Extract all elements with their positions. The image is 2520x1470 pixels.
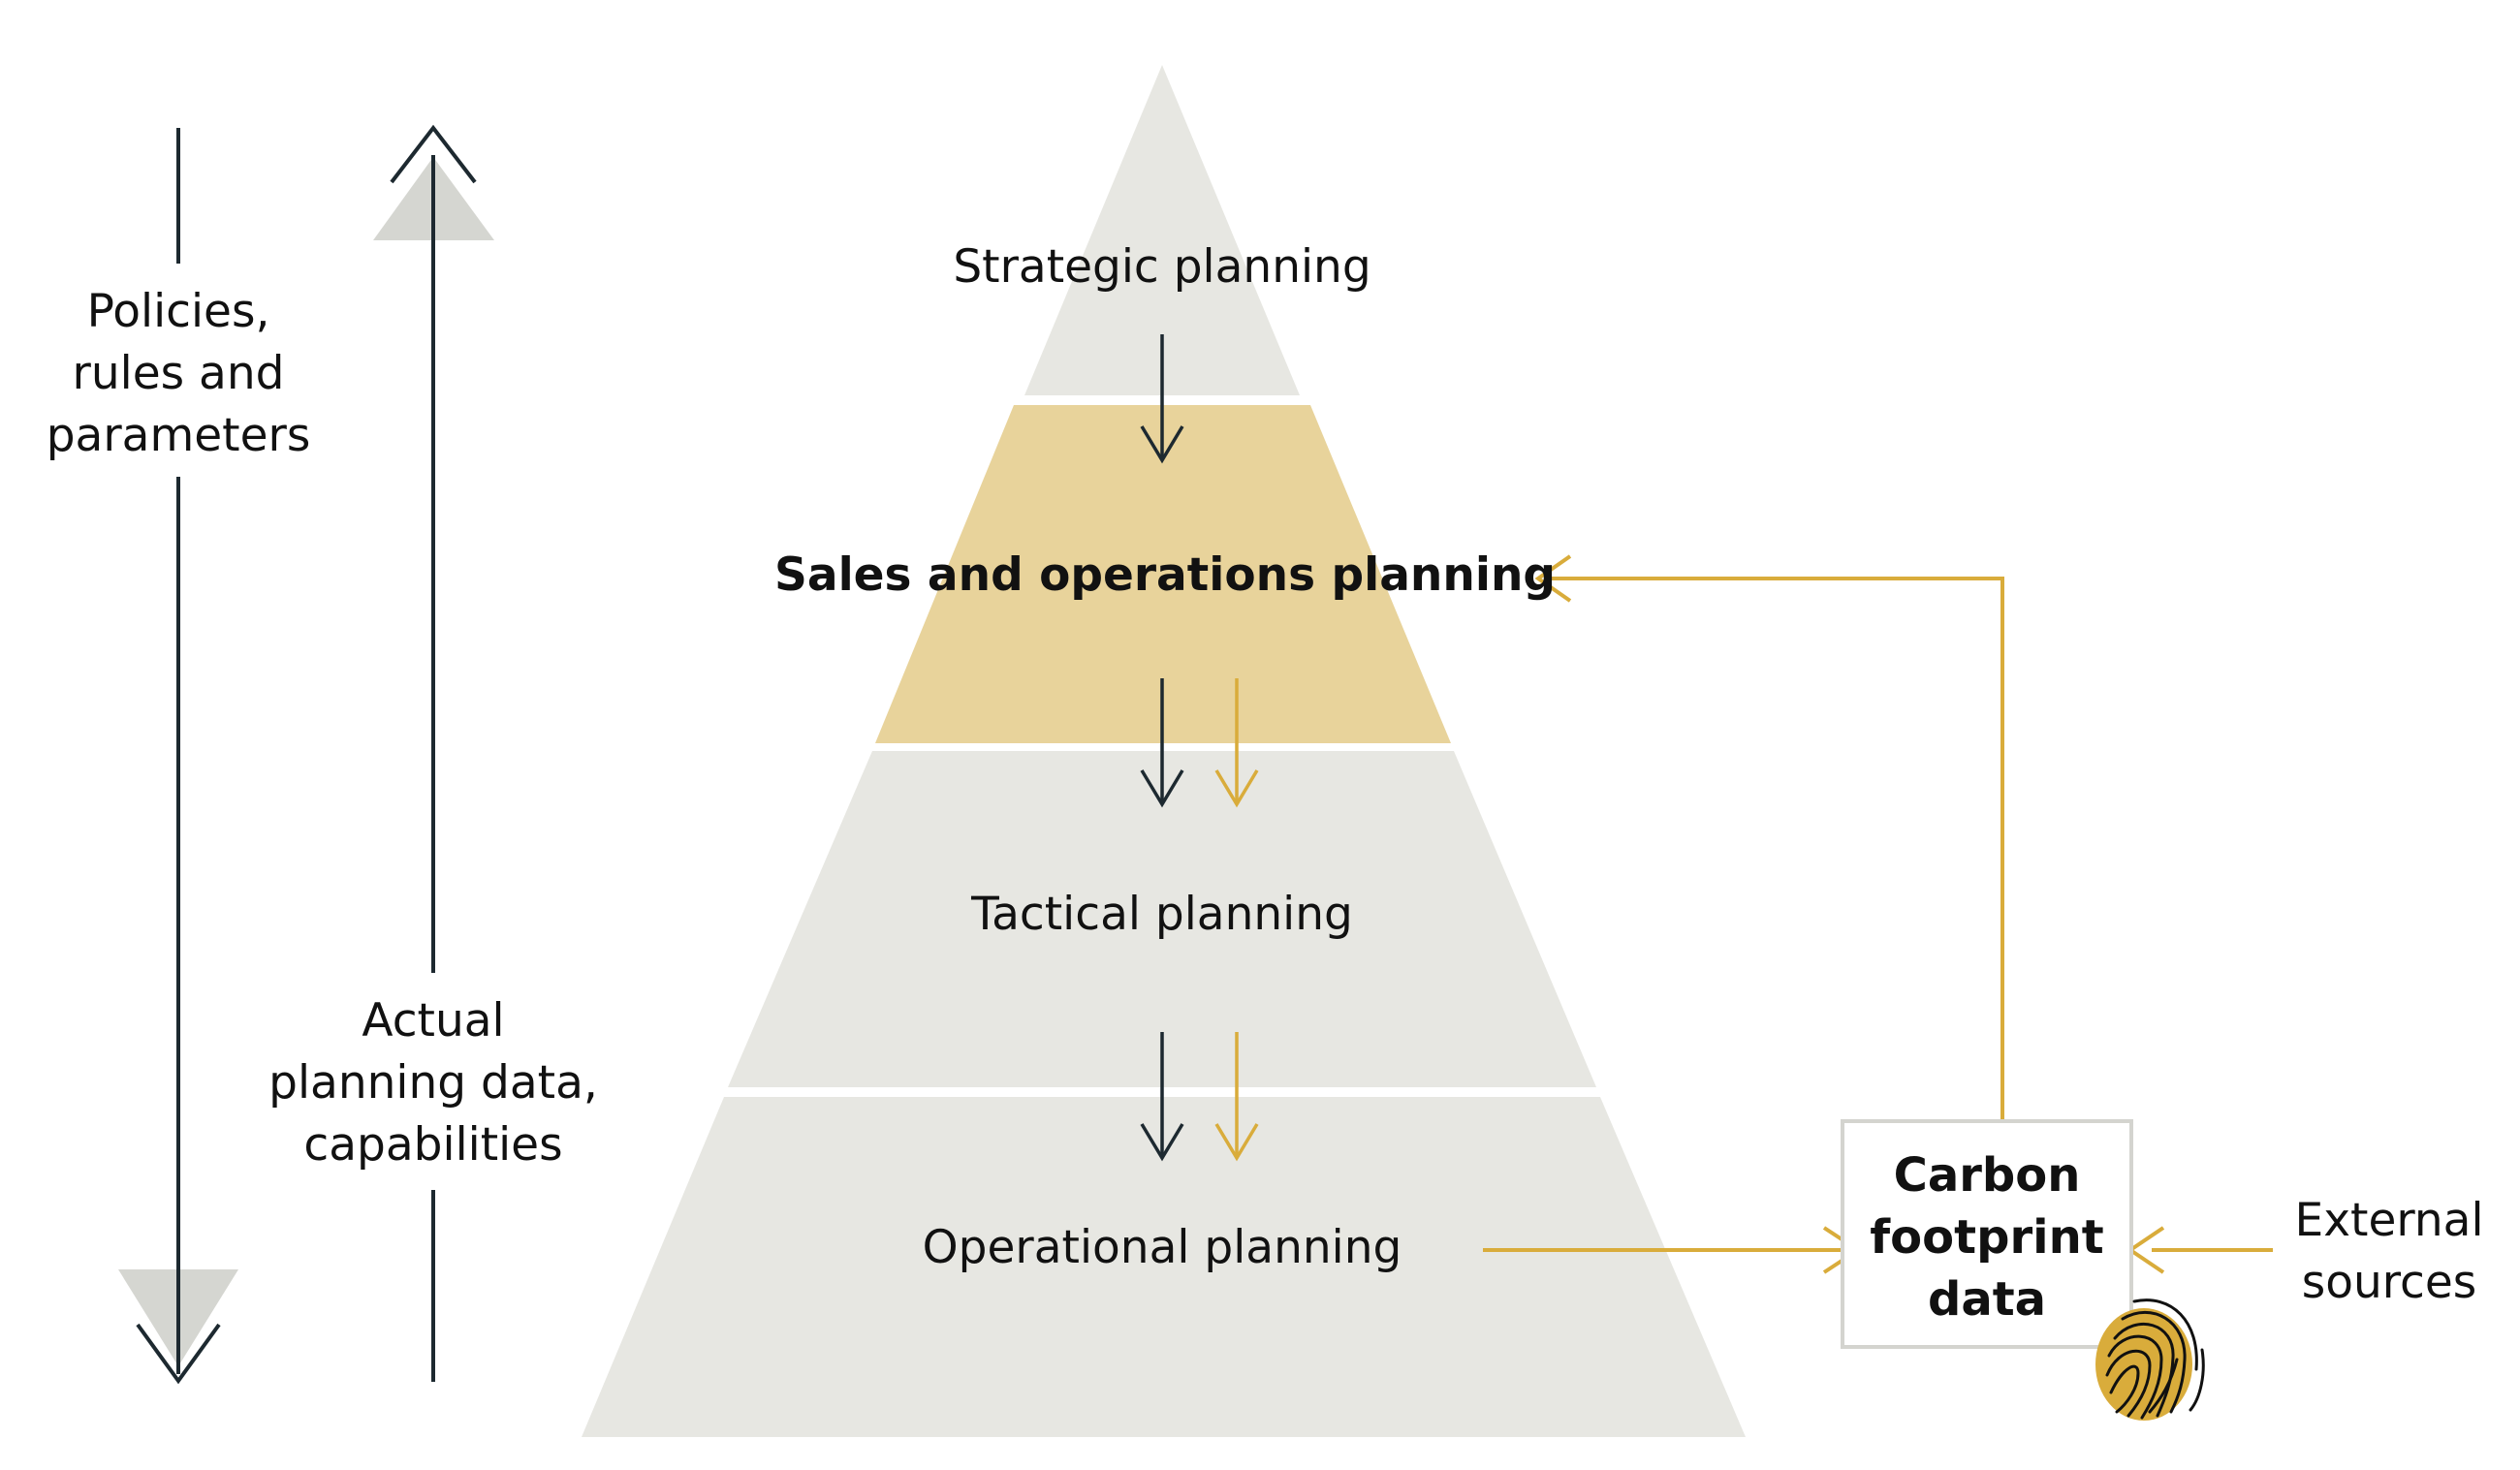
arrow-tactical-to-operational-dark bbox=[1140, 1032, 1184, 1162]
layer-tactical bbox=[728, 751, 1596, 1087]
arrow-strategic-to-sop bbox=[1140, 334, 1184, 464]
arrow-sop-to-tactical-gold bbox=[1214, 678, 1259, 808]
fingerprint-icon bbox=[2095, 1298, 2205, 1421]
external-sources-label: External sources bbox=[2294, 1194, 2484, 1309]
arrow-tactical-to-operational-gold bbox=[1214, 1032, 1259, 1162]
layer-strategic bbox=[1024, 65, 1300, 395]
layer-label-sales-operations: Sales and operations planning bbox=[774, 548, 1557, 602]
layer-sales-operations bbox=[875, 405, 1451, 743]
carbon-footprint-label: Carbon footprint data bbox=[1870, 1148, 2104, 1327]
policies-label: Policies, rules and parameters bbox=[46, 285, 311, 462]
arrow-sop-to-tactical-dark bbox=[1140, 678, 1184, 808]
layer-operational bbox=[582, 1097, 1746, 1437]
arrow-carbon-to-sop-feedback bbox=[1534, 554, 2004, 1119]
actual-data-label: Actual planning data, capabilities bbox=[268, 994, 598, 1172]
carbon-footprint-box: Carbon footprint data bbox=[1841, 1119, 2133, 1349]
arrow-external-to-carbon bbox=[2126, 1226, 2273, 1274]
policies-down-arrow bbox=[118, 128, 238, 1385]
actual-data-up-arrow bbox=[373, 124, 494, 1382]
layer-label-strategic: Strategic planning bbox=[953, 240, 1371, 294]
layer-label-tactical: Tactical planning bbox=[971, 888, 1353, 941]
layer-label-operational: Operational planning bbox=[922, 1221, 1402, 1274]
